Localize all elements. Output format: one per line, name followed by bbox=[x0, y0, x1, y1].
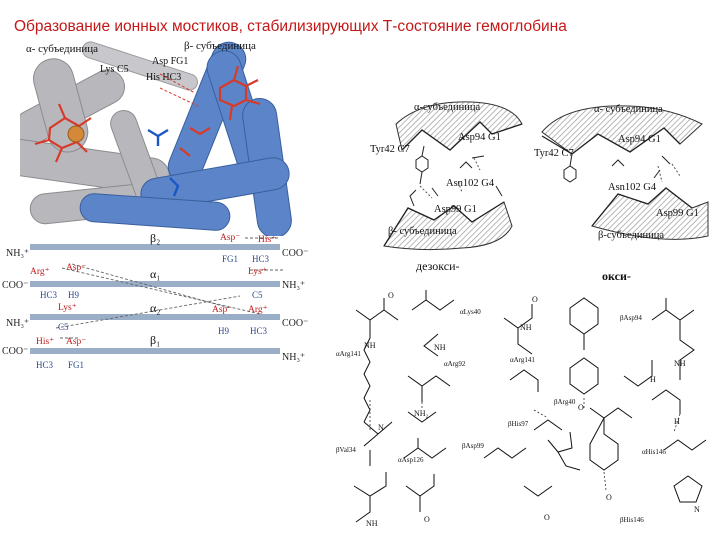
chem-atom-h-1: H bbox=[674, 417, 680, 426]
chem-atom-o-6: O bbox=[544, 513, 550, 522]
deoxy-asp94-label: Asp94 G1 bbox=[458, 132, 501, 143]
chem-label-2: αLys40 bbox=[460, 308, 481, 316]
chain-coo-4: COO⁻ bbox=[2, 346, 28, 357]
chain-fg1-1: FG1 bbox=[222, 254, 238, 264]
page-title: Образование ионных мостиков, стабилизиру… bbox=[14, 18, 567, 35]
chain-hc3-2: HC3 bbox=[40, 290, 58, 300]
chain-his-2: His⁺ bbox=[36, 337, 54, 347]
chem-label-4: αArg141 bbox=[510, 356, 535, 364]
deoxy-caption: дезокси- bbox=[416, 259, 460, 273]
chem-atom-nh-3: NH bbox=[520, 323, 532, 332]
chain-hc3-1: HC3 bbox=[252, 254, 270, 264]
chem-label-1: αArg141 bbox=[336, 350, 361, 358]
chain-asp-4: Asp⁻ bbox=[66, 337, 86, 347]
chem-atom-n-1: N bbox=[378, 423, 384, 432]
deoxy-tyr-label: Tyr42 C7 bbox=[370, 144, 410, 155]
deoxy-asp99-label: Asp99 G1 bbox=[434, 204, 477, 215]
chain-beta1-label: β₁ bbox=[150, 333, 160, 347]
residue-lys-c5: Lys C5 bbox=[100, 64, 129, 75]
residue-asp-fg1: Asp FG1 bbox=[152, 56, 188, 67]
chain-fg1-2: FG1 bbox=[68, 360, 84, 370]
residue-his-hc3: His HC3 bbox=[146, 72, 181, 83]
chem-atom-o-5: O bbox=[424, 515, 430, 524]
chem-atom-nh-2: NH bbox=[434, 343, 446, 352]
chem-label-10: αHis146 bbox=[642, 448, 666, 456]
chem-atom-nh-5: NH bbox=[366, 519, 378, 528]
chem-atom-h-2: H bbox=[650, 375, 656, 384]
chain-alpha1-label: α₁ bbox=[150, 267, 160, 281]
chain-h9-1: H9 bbox=[68, 290, 79, 300]
chain-coo-1: COO⁻ bbox=[282, 248, 308, 259]
chain-hc3-4: HC3 bbox=[36, 360, 54, 370]
oxy-caption: окси- bbox=[602, 269, 631, 283]
oxy-beta-label: β-субъединица bbox=[598, 230, 664, 241]
beta-subunit-label: β- субъединица bbox=[184, 40, 256, 52]
chem-label-3: αArg92 bbox=[444, 360, 466, 368]
chem-label-7: βHis97 bbox=[508, 420, 529, 428]
deoxy-beta-label: β- субъединица bbox=[388, 226, 457, 237]
chem-atom-o-2: O bbox=[532, 295, 538, 304]
chain-coo-3: COO⁻ bbox=[282, 318, 308, 329]
chain-nh3-3: NH₃⁺ bbox=[6, 318, 29, 329]
chem-label-12: βHis146 bbox=[620, 516, 644, 524]
oxy-tyr-label: Tyr42 C7 bbox=[534, 148, 574, 159]
chain-nh3-1: NH₃⁺ bbox=[6, 248, 29, 259]
chain-alpha2-label: α₂ bbox=[150, 301, 160, 315]
chem-atom-o-1: O bbox=[388, 291, 394, 300]
chain-arg-2: Arg⁺ bbox=[248, 305, 268, 315]
chem-atom-nh-1: NH bbox=[364, 341, 376, 350]
chem-atom-nh2-1: NH₂ bbox=[414, 409, 429, 418]
chain-arg-1: Arg⁺ bbox=[30, 267, 50, 277]
chem-label-11: βAsp99 bbox=[462, 442, 484, 450]
chain-c5-2: C5 bbox=[58, 322, 69, 332]
chain-h9-2: H9 bbox=[218, 326, 229, 336]
chemical-structures: αArg141 αLys40 αArg92 αArg141 βAsp94 βAr… bbox=[336, 290, 707, 528]
oxy-alpha-label: α- субъединица bbox=[594, 104, 663, 115]
chain-nh3-2: NH₃⁺ bbox=[282, 280, 305, 291]
chain-coo-2: COO⁻ bbox=[2, 280, 28, 291]
deoxy-alpha-label: α-субъединица bbox=[414, 102, 480, 113]
chem-atom-n-2: N bbox=[694, 505, 700, 514]
chain-asp-2: Asp⁻ bbox=[66, 263, 86, 273]
chem-label-6: βArg40 bbox=[554, 398, 576, 406]
oxy-asn102-label: Asn102 G4 bbox=[608, 182, 657, 193]
chain-hc3-3: HC3 bbox=[250, 326, 268, 336]
chem-label-9: αAsp126 bbox=[398, 456, 424, 464]
chain-lys-2: Lys⁺ bbox=[248, 267, 267, 277]
chem-atom-o-3: O bbox=[578, 403, 584, 412]
chain-beta2-label: β₂ bbox=[150, 231, 160, 245]
chain-asp-3: Asp⁻ bbox=[212, 305, 232, 315]
deoxy-asn102-label: Asn102 G4 bbox=[446, 178, 495, 189]
chain-his-1: His⁺ bbox=[258, 235, 276, 245]
chain-c5-1: C5 bbox=[252, 290, 263, 300]
chem-atom-o-4: O bbox=[606, 493, 612, 502]
oxy-asp94-label: Asp94 G1 bbox=[618, 134, 661, 145]
alpha-subunit-label: α- субъединица bbox=[26, 43, 98, 55]
interface-diagram: α-субъединица Tyr42 C7 Asp94 G1 Asn102 G… bbox=[370, 101, 709, 283]
chem-atom-nh-4: NH bbox=[674, 359, 686, 368]
chain-nh3-4: NH₃⁺ bbox=[282, 352, 305, 363]
chem-label-5: βAsp94 bbox=[620, 314, 642, 322]
chain-schematic: Asp⁻ His⁺ Arg⁺ Asp⁻ Lys⁺ Asp⁻ Arg⁺ His⁺ … bbox=[2, 231, 308, 370]
chain-asp-1: Asp⁻ bbox=[220, 233, 240, 243]
oxy-asp99-label: Asp99 G1 bbox=[656, 208, 699, 219]
hemoglobin-structure-image: α- субъединица β- субъединица Asp FG1 Ly… bbox=[20, 38, 302, 236]
chain-lys-1: Lys⁺ bbox=[58, 303, 77, 313]
chem-label-8: βVal34 bbox=[336, 446, 356, 454]
